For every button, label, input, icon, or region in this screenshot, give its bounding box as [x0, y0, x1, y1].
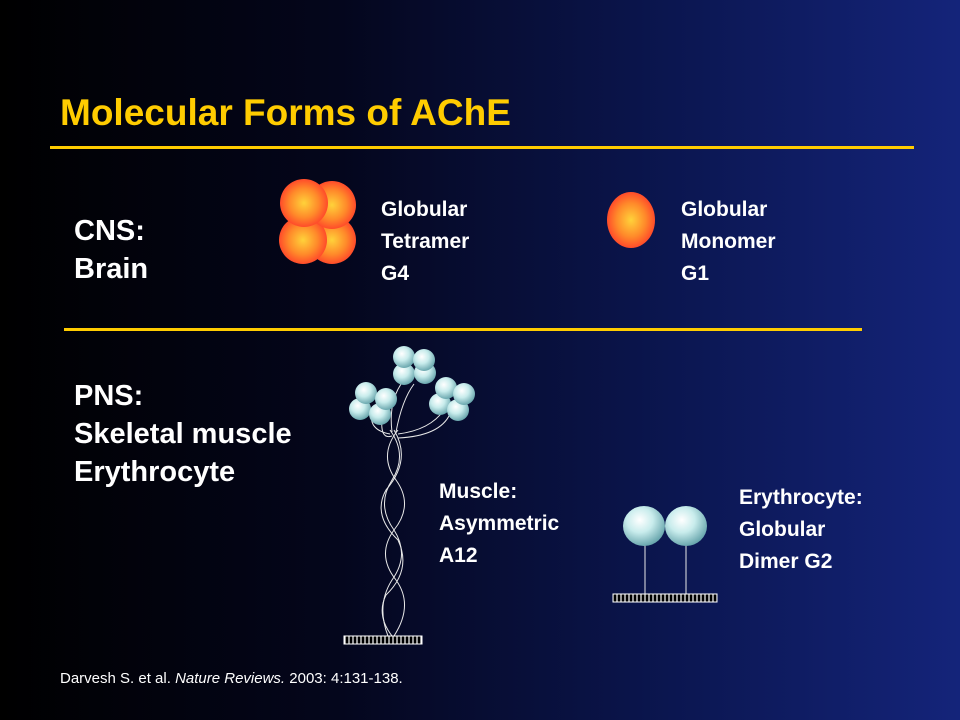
pns-label: PNS: Skeletal muscle Erythrocyte: [74, 377, 292, 491]
section-divider: [64, 328, 862, 331]
title-divider: [50, 146, 914, 149]
a12-label-line3: A12: [439, 544, 478, 567]
g4-tetramer-icon: [279, 179, 356, 264]
citation-authors: Darvesh S. et al.: [60, 670, 171, 687]
a12-label-line2: Asymmetric: [439, 512, 560, 535]
g1-monomer-icon: [607, 192, 655, 248]
g4-label-line3: G4: [381, 262, 410, 285]
a12-asymmetric-icon: [343, 346, 475, 645]
pns-skeletal-muscle: Skeletal muscle: [74, 418, 292, 450]
cns-label: CNS: Brain: [74, 212, 148, 288]
g4-label-line2: Tetramer: [381, 230, 470, 253]
cns-brain: Brain: [74, 253, 149, 285]
slide-title: Molecular Forms of AChE: [60, 92, 511, 133]
citation: Darvesh S. et al. Nature Reviews. 2003: …: [60, 670, 403, 687]
g2-label-line1: Erythrocyte:: [739, 486, 863, 509]
pns-heading: PNS:: [74, 380, 144, 412]
g4-label-line1: Globular: [381, 198, 468, 221]
a12-label-line1: Muscle:: [439, 480, 518, 503]
g4-label: Globular Tetramer G4: [381, 194, 469, 290]
citation-details: 2003: 4:131-138.: [289, 670, 403, 687]
pns-erythrocyte: Erythrocyte: [74, 456, 236, 488]
g2-label-line3: Dimer G2: [739, 550, 833, 573]
g1-label-line3: G1: [681, 262, 710, 285]
g2-label-line2: Globular: [739, 518, 826, 541]
g1-label-line2: Monomer: [681, 230, 776, 253]
a12-label: Muscle: Asymmetric A12: [439, 476, 559, 572]
g1-label: Globular Monomer G1: [681, 194, 776, 290]
cns-heading: CNS:: [74, 215, 145, 247]
citation-journal: Nature Reviews.: [175, 670, 286, 687]
g1-label-line1: Globular: [681, 198, 768, 221]
g2-dimer-icon: [612, 506, 718, 603]
g2-label: Erythrocyte: Globular Dimer G2: [739, 482, 863, 578]
